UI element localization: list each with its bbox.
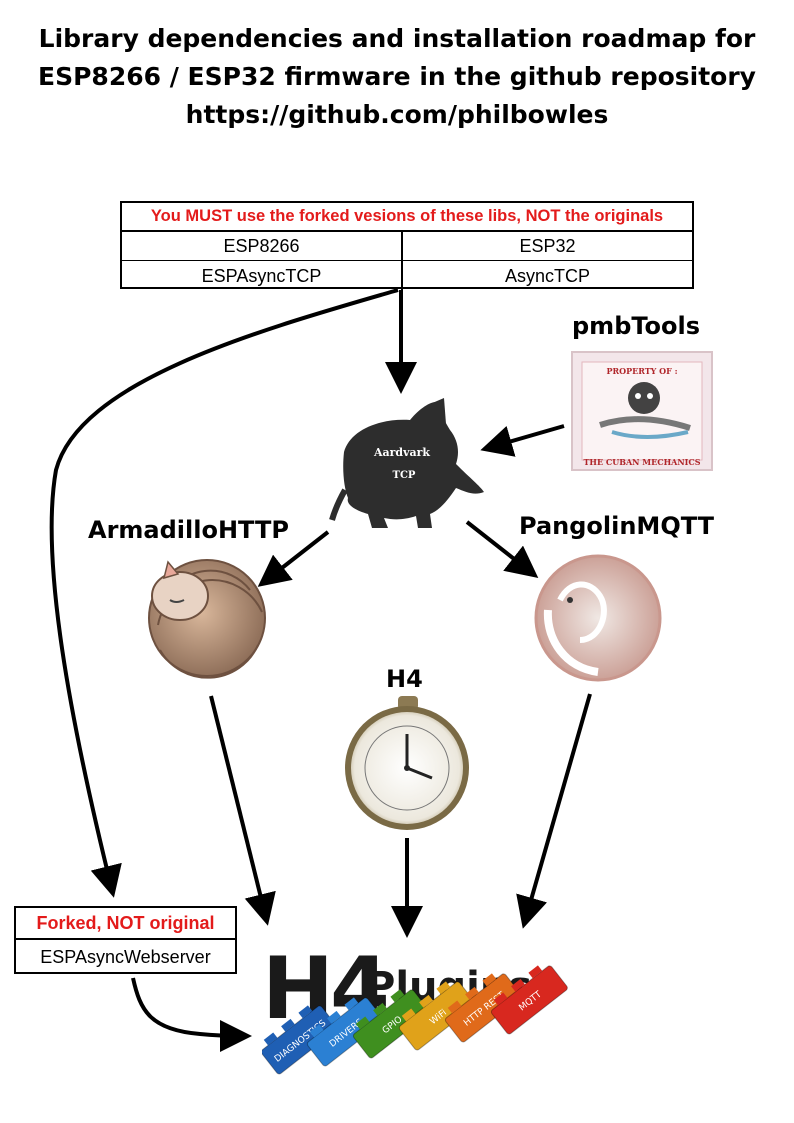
arrow-libs-to-webserver <box>49 288 399 898</box>
pangolin-label: PangolinMQTT <box>519 512 715 540</box>
title-line-2: ESP8266 / ESP32 firmware in the github r… <box>38 62 756 91</box>
pmbtools-text-bottom: THE CUBAN MECHANICS <box>583 457 700 467</box>
h4-label: H4 <box>386 665 423 693</box>
webserver-box: Forked, NOT original ESPAsyncWebserver <box>14 906 237 974</box>
lib-espasynctcp: ESPAsyncTCP <box>122 261 403 292</box>
arrow-pangolin-to-h4plugins <box>516 693 592 929</box>
arrows <box>49 288 592 1052</box>
lib-asynctcp: AsyncTCP <box>504 266 591 286</box>
forked-libs-warning: You MUST use the forked vesions of these… <box>122 203 692 232</box>
platform-esp8266: ESP8266 <box>122 232 403 260</box>
webserver-warning: Forked, NOT original <box>16 908 235 940</box>
pmbtools-image: PROPERTY OF : THE CUBAN MECHANICS <box>571 351 713 471</box>
platform-row: ESP8266 ESP32 <box>122 232 692 261</box>
arrow-armadillo-to-h4plugins <box>209 695 276 926</box>
platform-esp32: ESP32 <box>519 236 576 256</box>
title-line-3: https://github.com/philbowles <box>185 100 609 129</box>
pangolin-icon <box>534 554 662 682</box>
library-row: ESPAsyncTCP AsyncTCP <box>122 261 692 292</box>
pmbtools-text-top: PROPERTY OF : <box>606 366 677 376</box>
pmbtools-label: pmbTools <box>572 312 701 340</box>
page-title: Library dependencies and installation ro… <box>0 20 794 134</box>
aardvark-icon: Aardvark TCP <box>329 398 484 528</box>
arrow-pmbtools-to-aardvark <box>480 424 565 457</box>
arrow-aardvark-to-pangolin <box>465 520 539 578</box>
aardvark-text-2: TCP <box>393 470 416 481</box>
brick-gpio: GPIO <box>352 989 430 1059</box>
aardvark-text-1: Aardvark <box>373 446 430 459</box>
arrow-webserver-to-h4plugins <box>131 977 252 1052</box>
armadillo-label: ArmadilloHTTP <box>88 516 289 544</box>
h4-clock-icon <box>345 696 469 830</box>
forked-libs-table: You MUST use the forked vesions of these… <box>120 201 694 292</box>
webserver-name: ESPAsyncWebserver <box>40 947 211 967</box>
arrow-aardvark-to-armadillo <box>257 530 330 587</box>
armadillo-icon <box>148 559 266 679</box>
brick-wifi: WiFi <box>398 981 476 1051</box>
h4plugins-logo: H4 Plugins DIAGNOSTICSDRIVERSGPIOWiFiHTT… <box>262 944 568 1075</box>
brick-mqtt: MQTT <box>490 965 568 1035</box>
title-line-1: Library dependencies and installation ro… <box>38 24 756 53</box>
